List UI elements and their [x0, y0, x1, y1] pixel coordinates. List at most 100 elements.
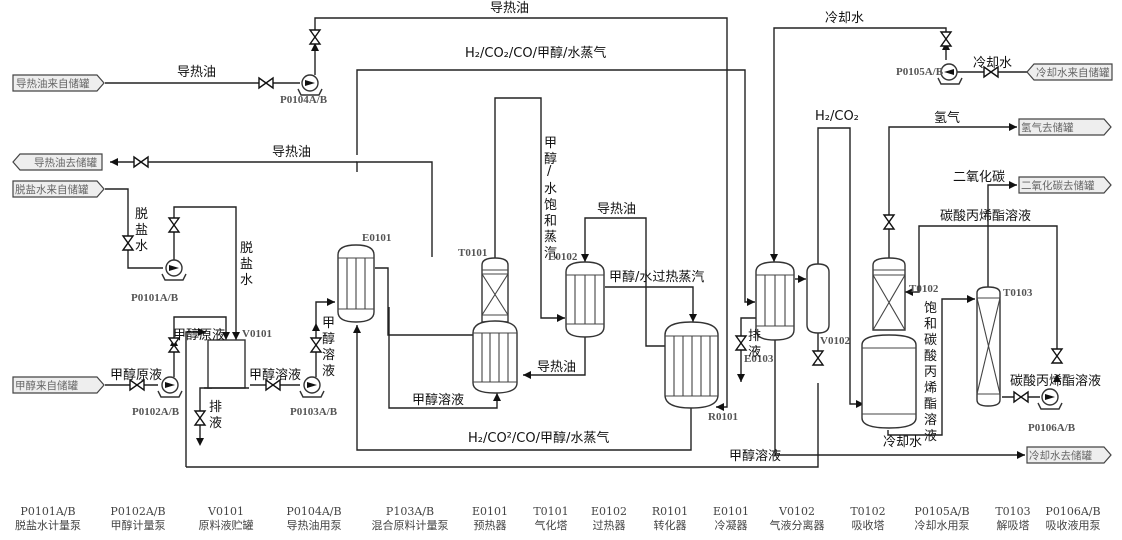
condenser-e0103[interactable] [755, 261, 795, 341]
tag-t0102: T0102 [909, 283, 939, 295]
terminal-methanol-in[interactable]: 甲醇来自储罐 [12, 376, 105, 394]
terminal-water-in[interactable]: 脱盐水来自储罐 [12, 180, 105, 198]
stream-labels: 导热油 导热油 H₂/CO₂/CO/甲醇/水蒸气 导热油 导热油 导热油 甲醇溶… [110, 1, 1101, 464]
legend-tag: T0101 [533, 505, 568, 518]
superheater-e0102[interactable] [565, 261, 605, 338]
legend-tag: E0102 [591, 505, 627, 518]
terminals: 导热油来自储罐 导热油去储罐 脱盐水来自储罐 甲醇来自储罐 冷却水来自储罐 氢气… [12, 63, 1113, 464]
stream-label: 冷却水 [825, 11, 864, 26]
pump-p0105[interactable] [937, 63, 963, 85]
vessel-v0101[interactable] [204, 339, 249, 389]
legend-tag: V0101 [207, 505, 244, 518]
valve-icon[interactable] [310, 337, 322, 353]
tag-p0105: P0105A/B [896, 66, 944, 78]
valve-icon[interactable] [1013, 391, 1029, 403]
legend-desc: 预热器 [474, 519, 507, 532]
stream-label: H₂/CO²/CO/甲醇/水蒸气 [468, 430, 609, 446]
stream-label: 甲醇原液 [173, 327, 225, 343]
valve-icon[interactable] [133, 156, 149, 168]
pump-p0101[interactable] [161, 259, 187, 281]
legend-tag: T0103 [995, 505, 1030, 518]
pump-p0106[interactable] [1037, 388, 1063, 410]
stream-label: 氢气 [934, 110, 960, 126]
legend-tag: P0105A/B [914, 505, 969, 518]
terminal-oil-in[interactable]: 导热油来自储罐 [12, 74, 105, 92]
terminal-oil-out[interactable]: 导热油去储罐 [12, 153, 103, 171]
valve-icon[interactable] [1051, 348, 1063, 364]
legend-desc: 气液分离器 [770, 518, 825, 532]
terminal-label: 冷却水来自储罐 [1036, 66, 1110, 79]
stream-label: 甲醇溶液 [249, 367, 301, 383]
stream-label: 甲醇溶液 [729, 448, 781, 464]
absorber-t0102[interactable] [861, 257, 917, 429]
terminal-label: 冷却水去储罐 [1029, 449, 1092, 462]
valve-icon[interactable] [735, 335, 747, 351]
valve-icon[interactable] [883, 214, 895, 230]
legend-tag: E0101 [472, 505, 508, 518]
stripper-t0103[interactable] [976, 286, 1001, 407]
separator-v0102[interactable] [806, 263, 830, 334]
stream-label: 二氧化碳 [953, 170, 1005, 185]
valve-icon[interactable] [122, 235, 134, 251]
tag-p0102: P0102A/B [132, 406, 180, 418]
valve-icon[interactable] [194, 410, 206, 426]
stream-label: 导热油 [272, 145, 311, 160]
legend-desc: 导热油用泵 [287, 518, 342, 532]
legend-desc: 混合原料计量泵 [372, 518, 449, 532]
legend-tag: V0102 [778, 505, 815, 518]
stream-label: 甲醇原液 [110, 367, 162, 383]
legend-desc: 转化器 [654, 518, 687, 532]
terminal-h2-out[interactable]: 氢气去储罐 [1018, 118, 1112, 136]
tag-e0101: E0101 [362, 232, 391, 244]
terminal-label: 氢气去储罐 [1021, 121, 1074, 134]
legend-desc: 原料液贮罐 [199, 518, 254, 532]
valve-icon[interactable] [309, 29, 321, 45]
vaporizer-tower-t0101[interactable] [472, 257, 518, 394]
legend-desc: 甲醇计量泵 [111, 518, 166, 532]
pump-p0104[interactable] [297, 74, 323, 96]
tag-p0106: P0106A/B [1028, 422, 1076, 434]
tag-v0102: V0102 [820, 335, 850, 347]
pump-p0103[interactable] [299, 376, 325, 398]
terminal-label: 导热油来自储罐 [16, 77, 90, 90]
terminal-label: 甲醇来自储罐 [15, 379, 78, 392]
valve-icon[interactable] [168, 217, 180, 233]
stream-label: 导热油 [177, 65, 216, 80]
legend-desc: 冷却水用泵 [915, 519, 970, 532]
stream-label: 冷却水 [883, 435, 922, 450]
stream-label-vertical: 饱和碳酸丙烯酯溶液 [924, 301, 937, 444]
vessels [204, 244, 1001, 429]
legend-tag: R0101 [652, 505, 688, 518]
terminal-co2-out[interactable]: 二氧化碳去储罐 [1018, 176, 1112, 194]
legend-tag: P0104A/B [286, 505, 341, 518]
pump-p0102[interactable] [157, 376, 183, 398]
terminal-cw-out[interactable]: 冷却水去储罐 [1026, 446, 1112, 464]
tag-e0103: E0103 [744, 353, 774, 365]
valve-icon[interactable] [258, 77, 274, 89]
tag-r0101: R0101 [708, 411, 738, 423]
legend-tag: P103A/B [386, 505, 434, 518]
terminal-label: 二氧化碳去储罐 [1021, 179, 1095, 192]
valve-icon[interactable] [940, 31, 952, 47]
valve-icon[interactable] [812, 350, 824, 366]
stream-label-vertical: 甲醇溶液 [322, 316, 335, 379]
stream-label-vertical: 甲醇/水饱和蒸汽 [544, 136, 557, 261]
legend-tag: P0106A/B [1045, 505, 1100, 518]
reformer-r0101[interactable] [664, 321, 719, 409]
tag-p0101: P0101A/B [131, 292, 179, 304]
heat-exchanger-e0101[interactable] [337, 244, 375, 323]
legend-tag: E0101 [713, 505, 749, 518]
stream-label: 甲醇溶液 [412, 392, 464, 408]
stream-label: H₂/CO₂/CO/甲醇/水蒸气 [465, 45, 606, 61]
legend-tag: P0101A/B [20, 505, 75, 518]
terminal-cw-in[interactable]: 冷却水来自储罐 [1026, 63, 1113, 81]
stream-label-vertical: 脱盐水 [240, 241, 253, 288]
legend-desc: 过热器 [593, 519, 626, 532]
